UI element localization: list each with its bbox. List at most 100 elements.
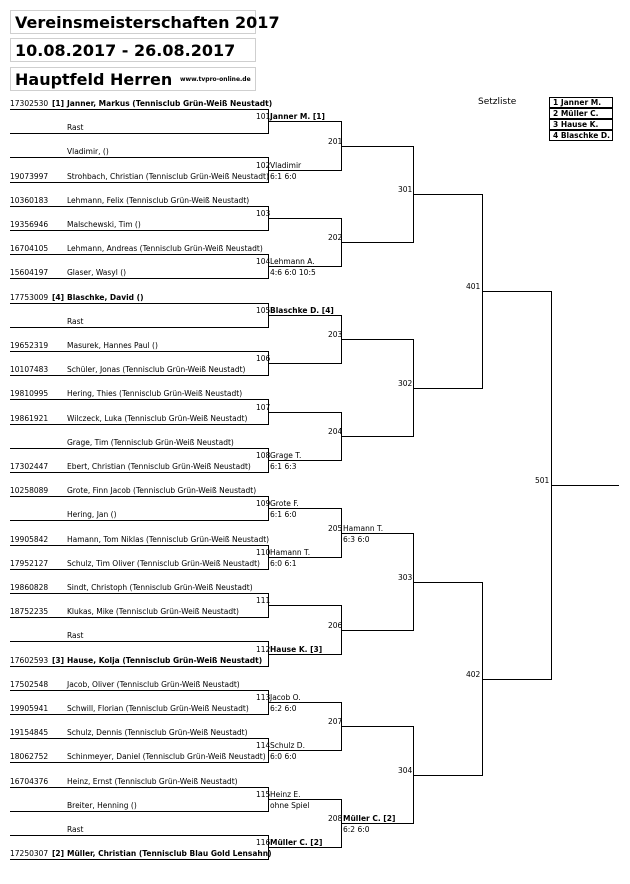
- player-id: 15604197: [10, 268, 49, 277]
- match-winner: Hause K. [3]: [270, 645, 323, 654]
- setzliste-item: 1 Janner M.: [549, 97, 613, 108]
- bracket-line: [10, 109, 269, 110]
- player-id: 19861921: [10, 414, 49, 423]
- match-score: 6:2 6:0: [270, 704, 297, 713]
- player-name: Lehmann, Andreas (Tennisclub Grün-Weiß N…: [67, 244, 263, 253]
- bracket-line: [10, 520, 269, 521]
- match-winner: Hamann T.: [270, 548, 311, 557]
- bracket-line: [10, 859, 269, 860]
- match-winner: Jacob O.: [270, 693, 301, 702]
- player-name: Rast: [67, 825, 84, 834]
- bracket-line: [10, 375, 269, 376]
- player-id: 19154845: [10, 728, 49, 737]
- player-name: Janner, Markus (Tennisclub Grün-Weiß Neu…: [67, 99, 273, 108]
- player-id: 19860828: [10, 583, 49, 592]
- match-number: 115: [256, 790, 271, 799]
- player-id: 19652319: [10, 341, 49, 350]
- player-id: 19905941: [10, 704, 49, 713]
- player-name: Hering, Jan (): [67, 510, 117, 519]
- match-number: 104: [256, 257, 271, 266]
- player-name: Schulz, Tim Oliver (Tennisclub Grün-Weiß…: [67, 559, 260, 568]
- bracket-line: [10, 157, 269, 158]
- bracket-line: [268, 605, 342, 606]
- match-number: 110: [256, 548, 271, 557]
- bracket-line: [10, 424, 269, 425]
- draw-box: [10, 67, 256, 91]
- match-number: 114: [256, 741, 271, 750]
- bracket-line: [268, 799, 342, 800]
- match-winner: Grage T.: [270, 451, 302, 460]
- match-number: 203: [328, 330, 343, 339]
- match-number: 204: [328, 427, 343, 436]
- match-number: 201: [328, 137, 343, 146]
- bracket-line: [268, 121, 342, 122]
- player-id: 10258089: [10, 486, 49, 495]
- bracket-line: [341, 242, 414, 243]
- player-name: Schwill, Florian (Tennisclub Grün-Weiß N…: [67, 704, 249, 713]
- setzliste-title: Setzliste: [478, 97, 517, 107]
- bracket-line: [268, 315, 342, 316]
- player-id: 17602593: [10, 656, 49, 665]
- player-name: Rast: [67, 123, 84, 132]
- match-number: 106: [256, 354, 271, 363]
- match-winner: Blaschke D. [4]: [270, 306, 334, 315]
- bracket-line: [10, 278, 269, 279]
- match-score: 6:0 6:0: [270, 752, 297, 761]
- bracket-line: [341, 823, 414, 824]
- match-number: 113: [256, 693, 271, 702]
- bracket-line: [482, 291, 552, 292]
- player-id: 17952127: [10, 559, 49, 568]
- player-name: Rast: [67, 631, 84, 640]
- player-name: Schulz, Dennis (Tennisclub Grün-Weiß Neu…: [67, 728, 248, 737]
- player-name: Masurek, Hannes Paul (): [67, 341, 158, 350]
- player-id: 10360183: [10, 196, 49, 205]
- bracket-line: [10, 206, 269, 207]
- player-id: 10107483: [10, 365, 49, 374]
- bracket-line: [10, 690, 269, 691]
- bracket-line: [268, 363, 342, 364]
- player-name: Schüler, Jonas (Tennisclub Grün-Weiß Neu…: [67, 365, 246, 374]
- bracket-line: [268, 412, 342, 413]
- match-number: 501: [535, 476, 550, 485]
- bracket-line: [10, 569, 269, 570]
- match-score: 6:2 6:0: [343, 825, 370, 834]
- bracket-line: [341, 726, 414, 727]
- bracket-line: [10, 472, 269, 473]
- bracket-line: [268, 170, 342, 171]
- player-seed: [3]: [52, 656, 65, 665]
- match-winner: Hamann T.: [343, 524, 384, 533]
- match-winner: Vladimir: [270, 161, 302, 170]
- player-name: Wilczeck, Luka (Tennisclub Grün-Weiß Neu…: [67, 414, 248, 423]
- match-winner: Müller C. [2]: [343, 814, 396, 823]
- match-number: 102: [256, 161, 271, 170]
- title: Vereinsmeisterschaften 2017: [15, 13, 280, 32]
- player-name: Grote, Finn Jacob (Tennisclub Grün-Weiß …: [67, 486, 257, 495]
- match-winner: Schulz D.: [270, 741, 305, 750]
- match-score: 4:6 6:0 10:5: [270, 268, 316, 277]
- bracket-line: [341, 533, 414, 534]
- site-link[interactable]: www.tvpro-online.de: [180, 76, 251, 83]
- player-name: Müller, Christian (Tennisclub Blau Gold …: [67, 849, 272, 858]
- match-number: 202: [328, 233, 343, 242]
- player-id: 17250307: [10, 849, 49, 858]
- player-id: 19073997: [10, 172, 49, 181]
- bracket-line: [413, 194, 483, 195]
- player-name: Vladimir, (): [67, 147, 109, 156]
- player-name: Breiter, Henning (): [67, 801, 137, 810]
- player-name: Strohbach, Christian (Tennisclub Grün-We…: [67, 172, 269, 181]
- bracket-line: [10, 835, 269, 836]
- setzliste-item: 4 Blaschke D.: [549, 130, 613, 141]
- bracket-line: [10, 738, 269, 739]
- match-number: 101: [256, 112, 271, 121]
- bracket-line: [268, 847, 342, 848]
- match-score: 6:0 6:1: [270, 559, 297, 568]
- match-score: ohne Spiel: [270, 801, 310, 810]
- match-winner: Lehmann A.: [270, 257, 315, 266]
- player-name: Schinmeyer, Daniel (Tennisclub Grün-Weiß…: [67, 752, 266, 761]
- match-score: 6:1 6:0: [270, 172, 297, 181]
- player-id: 19356946: [10, 220, 49, 229]
- player-id: 16704105: [10, 244, 49, 253]
- dates: 10.08.2017 - 26.08.2017: [15, 41, 236, 60]
- draw-name: Hauptfeld Herren: [15, 70, 173, 89]
- player-seed: [2]: [52, 849, 65, 858]
